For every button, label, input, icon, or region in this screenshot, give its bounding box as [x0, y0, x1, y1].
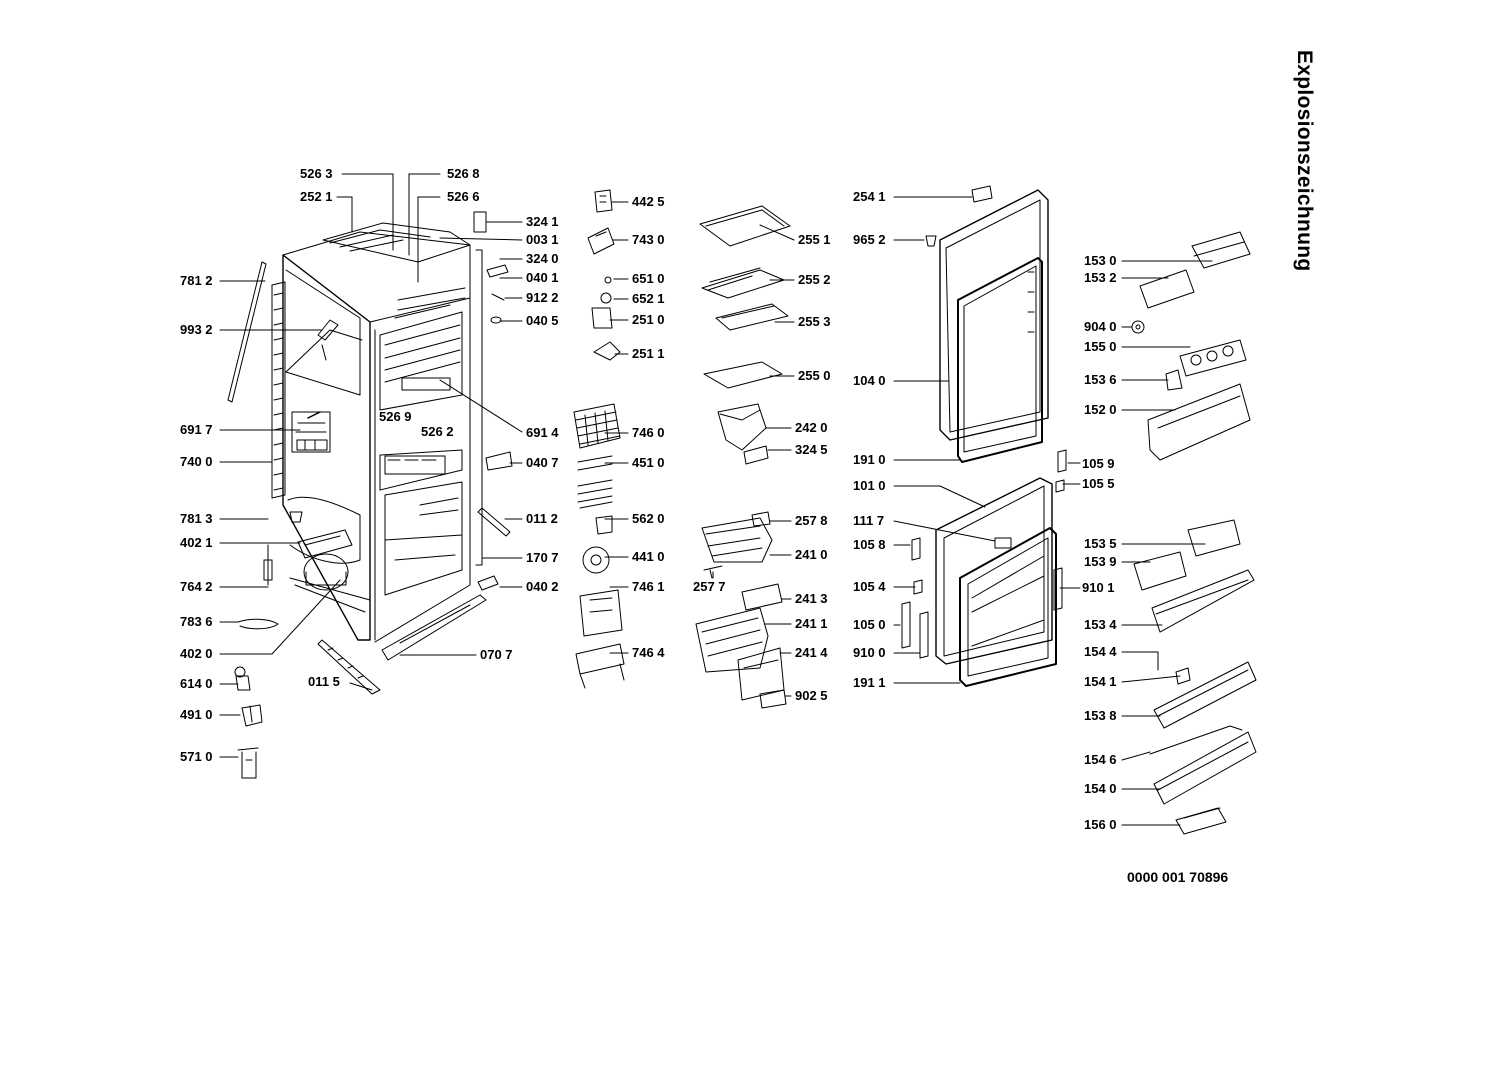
part-label: 153 0 [1084, 253, 1117, 268]
doors [901, 185, 1067, 687]
part-label: 904 0 [1084, 319, 1117, 334]
part-label: 153 8 [1084, 708, 1117, 723]
part-label: 251 1 [632, 346, 665, 361]
part-label: 441 0 [632, 549, 665, 564]
part-label: 251 0 [632, 312, 665, 327]
part-label: 781 2 [180, 273, 213, 288]
part-label: 910 1 [1082, 580, 1115, 595]
part-label: 105 0 [853, 617, 886, 632]
part-label: 324 1 [526, 214, 559, 229]
part-label: 242 0 [795, 420, 828, 435]
part-label: 910 0 [853, 645, 886, 660]
part-label: 562 0 [632, 511, 665, 526]
part-label: 764 2 [180, 579, 213, 594]
cabinet-body [271, 222, 483, 643]
part-label: 965 2 [853, 232, 886, 247]
part-label: 743 0 [632, 232, 665, 247]
part-label: 324 0 [526, 251, 559, 266]
part-label: 241 0 [795, 547, 828, 562]
part-label: 255 1 [798, 232, 831, 247]
part-label: 154 4 [1084, 644, 1117, 659]
part-label: 105 5 [1082, 476, 1115, 491]
part-label: 191 1 [853, 675, 886, 690]
part-label: 153 2 [1084, 270, 1117, 285]
part-label: 105 4 [853, 579, 886, 594]
part-label: 156 0 [1084, 817, 1117, 832]
part-label: 652 1 [632, 291, 665, 306]
part-label: 241 3 [795, 591, 828, 606]
part-label: 912 2 [526, 290, 559, 305]
part-label: 255 2 [798, 272, 831, 287]
part-label: 402 1 [180, 535, 213, 550]
part-label: 902 5 [795, 688, 828, 703]
part-label: 154 1 [1084, 674, 1117, 689]
part-label: 155 0 [1084, 339, 1117, 354]
part-label: 526 6 [447, 189, 480, 204]
leader-lines [219, 173, 1213, 826]
part-label: 111 7 [853, 513, 885, 528]
part-label: 254 1 [853, 189, 886, 204]
part-label: 101 0 [853, 478, 886, 493]
middle-parts [573, 189, 625, 689]
part-label: 255 3 [798, 314, 831, 329]
part-label: 257 8 [795, 513, 828, 528]
part-label: 104 0 [853, 373, 886, 388]
part-label: 070 7 [480, 647, 513, 662]
part-label: 040 1 [526, 270, 559, 285]
part-label: 740 0 [180, 454, 213, 469]
part-label: 526 9 [379, 409, 412, 424]
part-label: 526 2 [421, 424, 454, 439]
part-label: 746 1 [632, 579, 665, 594]
part-label: 011 2 [526, 511, 558, 526]
shelves-and-drawers [695, 205, 791, 709]
left-small-parts [227, 211, 513, 779]
part-label: 255 0 [798, 368, 831, 383]
part-label: 491 0 [180, 707, 213, 722]
part-label: 402 0 [180, 646, 213, 661]
part-label: 154 6 [1084, 752, 1117, 767]
part-label: 040 7 [526, 455, 559, 470]
part-label: 324 5 [795, 442, 828, 457]
part-label: 153 9 [1084, 554, 1117, 569]
part-label: 241 4 [795, 645, 828, 660]
part-label: 252 1 [300, 189, 333, 204]
part-label: 011 5 [308, 674, 340, 689]
part-label: 442 5 [632, 194, 665, 209]
part-label: 153 6 [1084, 372, 1117, 387]
part-label: 746 0 [632, 425, 665, 440]
part-label: 451 0 [632, 455, 665, 470]
part-label: 993 2 [180, 322, 213, 337]
part-label: 691 7 [180, 422, 213, 437]
part-label: 241 1 [795, 616, 828, 631]
part-label: 170 7 [526, 550, 559, 565]
diagram-title: Explosionszeichnung [1293, 50, 1316, 272]
part-label: 153 5 [1084, 536, 1117, 551]
part-label: 153 4 [1084, 617, 1117, 632]
part-label: 154 0 [1084, 781, 1117, 796]
part-label: 152 0 [1084, 402, 1117, 417]
part-label: 781 3 [180, 511, 213, 526]
part-label: 105 9 [1082, 456, 1115, 471]
part-label: 746 4 [632, 645, 665, 660]
door-trays [1131, 231, 1257, 835]
document-number: 0000 001 70896 [1127, 869, 1229, 885]
part-label: 783 6 [180, 614, 213, 629]
part-label: 191 0 [853, 452, 886, 467]
part-label: 691 4 [526, 425, 559, 440]
part-label: 614 0 [180, 676, 213, 691]
part-label: 257 7 [693, 579, 726, 594]
part-label: 040 5 [526, 313, 559, 328]
part-label: 651 0 [632, 271, 665, 286]
part-label: 526 8 [447, 166, 480, 181]
part-label: 526 3 [300, 166, 333, 181]
part-label: 040 2 [526, 579, 559, 594]
part-label: 003 1 [526, 232, 559, 247]
part-label: 571 0 [180, 749, 213, 764]
part-label: 105 8 [853, 537, 886, 552]
